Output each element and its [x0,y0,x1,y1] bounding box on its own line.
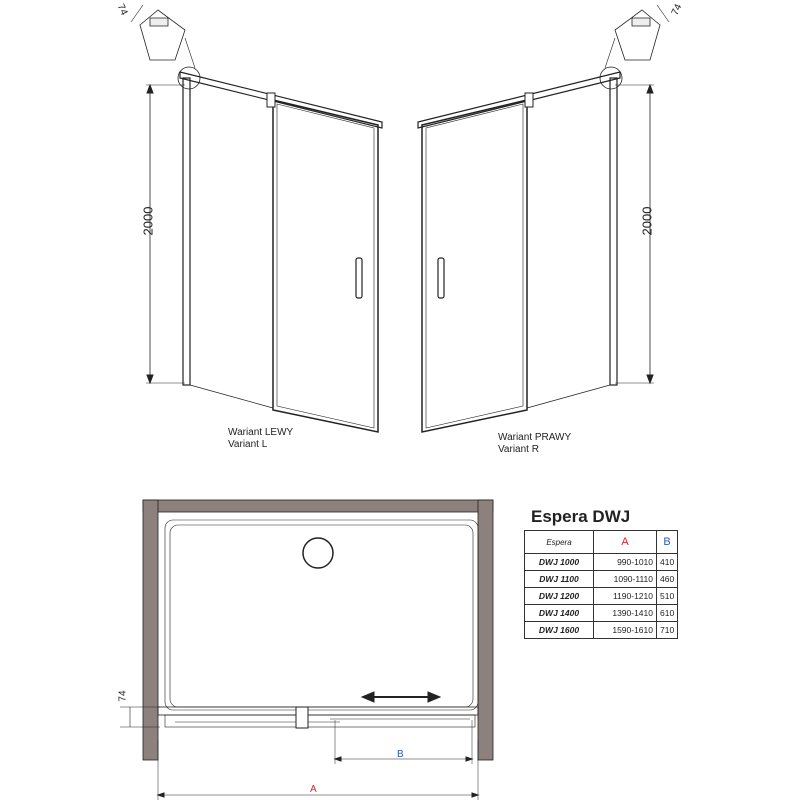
cell-model: DWJ 1600 [524,621,594,639]
cell-model: DWJ 1100 [524,570,594,588]
cell-a-range: 1090-1110 [593,570,657,588]
right-variant-pl: Wariant PRAWY [498,432,572,443]
height-dimension-right: 2000 [639,206,655,236]
cell-model: DWJ 1200 [524,587,594,605]
plan-view [120,499,494,800]
header-model: Espera [524,530,594,554]
cell-model: DWJ 1000 [524,553,594,571]
cell-b-value: 610 [655,604,679,622]
dimension-a-label: A [310,784,317,795]
header-b: B [655,530,679,554]
cell-b-value: 460 [655,570,679,588]
dimension-b-label: B [397,749,404,760]
header-a: A [593,530,657,554]
left-variant-pl: Wariant LEWY [228,427,294,438]
height-dimension-left: 2000 [140,206,156,236]
cell-a-range: 1390-1410 [593,604,657,622]
left-variant-elevation [130,4,383,433]
cell-b-value: 710 [655,621,679,639]
cell-a-range: 990-1010 [593,553,657,571]
cell-a-range: 1190-1210 [593,587,657,605]
right-variant-en: Variant R [498,444,539,455]
table-header: Espera A B [524,530,679,554]
left-variant-en: Variant L [228,439,268,450]
cell-model: DWJ 1400 [524,604,594,622]
depth-dimension-plan: 74 [117,690,129,702]
cell-b-value: 510 [655,587,679,605]
cell-a-range: 1590-1610 [593,621,657,639]
cell-b-value: 410 [655,553,679,571]
table-title: Espera DWJ [531,507,631,526]
